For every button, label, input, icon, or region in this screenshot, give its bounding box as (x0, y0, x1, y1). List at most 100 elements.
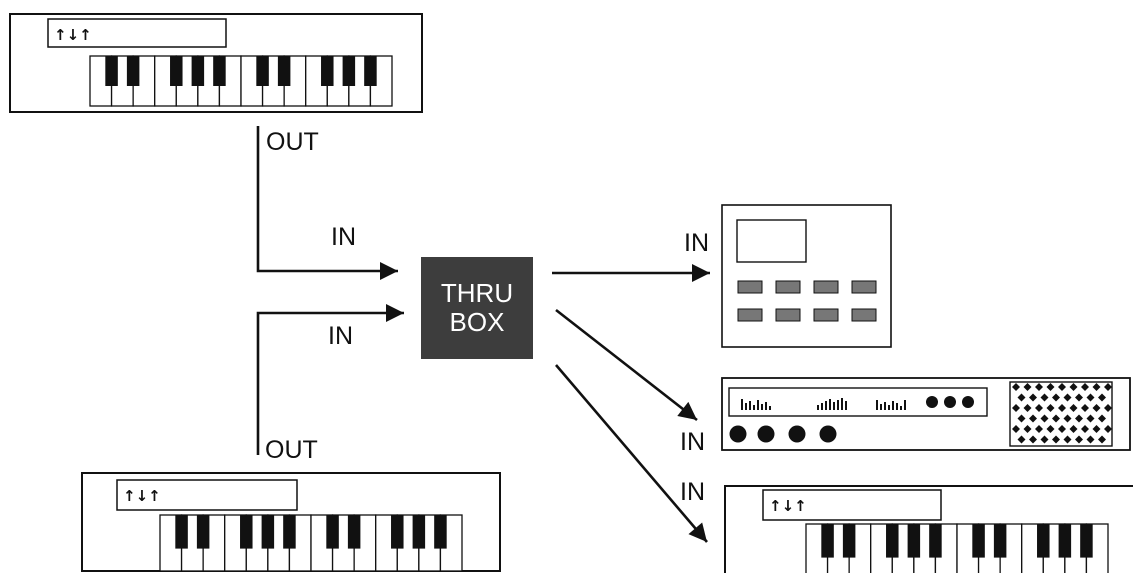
grille-diamond (1098, 435, 1106, 444)
sound-module (721, 204, 892, 348)
thru-box: THRU BOX (421, 257, 533, 359)
grille-diamond (1058, 404, 1066, 412)
grille-diamond (1023, 425, 1032, 433)
grille-diamond (1086, 414, 1095, 423)
black-key (326, 515, 339, 549)
keyboard-3: ↑↓↑ (724, 485, 1133, 573)
grille-diamond (1069, 404, 1078, 412)
black-key (283, 515, 296, 549)
module-buttons (737, 280, 877, 322)
keyboard-3-keys (805, 523, 1109, 573)
keyboard-1-keys (89, 55, 393, 107)
grille-diamond (1017, 414, 1026, 423)
black-key (126, 56, 140, 86)
black-key (240, 515, 253, 549)
grille-diamond (1086, 393, 1095, 402)
black-key (972, 524, 985, 558)
grille-diamond (1104, 383, 1112, 391)
grille-diamond (1046, 404, 1055, 412)
black-key (886, 524, 899, 558)
keyboard-1: ↑↓↑ (9, 13, 423, 113)
grille-diamond (1069, 383, 1078, 391)
grille-diamond (1063, 414, 1072, 423)
grille-diamond (1046, 383, 1055, 391)
black-key (321, 56, 334, 86)
grille-diamond (1075, 414, 1083, 423)
rack-speaker-grille (1009, 381, 1113, 447)
grille-diamond (1081, 425, 1089, 433)
keyboard-3-display (762, 489, 942, 521)
black-key (213, 56, 226, 86)
black-key (105, 56, 118, 86)
cable-keyboard1-to-thru (256, 126, 398, 280)
black-key (842, 524, 856, 558)
black-key (191, 56, 205, 86)
rack-indicator-dots (926, 396, 974, 408)
keyboard-2-display-text: ↑↓↑ (123, 487, 161, 505)
label-in-keyboard3: IN (680, 478, 705, 506)
cables (256, 126, 710, 543)
keyboard-3-display-text: ↑↓↑ (769, 497, 807, 515)
grille-diamond (1029, 393, 1037, 402)
cable-keyboard2-to-thru (256, 304, 404, 455)
grille-diamond (1052, 435, 1060, 444)
label-in-thru-upper: IN (331, 223, 356, 251)
grille-diamond (1017, 393, 1026, 402)
grille-diamond (1029, 414, 1037, 423)
label-out-keyboard2: OUT (265, 436, 318, 464)
black-key (196, 515, 210, 549)
grille-diamond (1052, 414, 1060, 423)
grille-diamond (1029, 435, 1037, 444)
grille-diamond (1052, 393, 1060, 402)
rack-knobs (729, 425, 837, 443)
grille-diamond (1040, 435, 1049, 444)
black-key (1037, 524, 1050, 558)
grille-diamond (1104, 404, 1112, 412)
grille-diamond (1075, 435, 1083, 444)
grille-diamond (1098, 414, 1106, 423)
keyboard-1-display (47, 18, 227, 48)
grille-diamond (1098, 393, 1106, 402)
black-key (261, 515, 275, 549)
black-key (347, 515, 361, 549)
keyboard-1-display-text: ↑↓↑ (54, 26, 92, 44)
grille-diamond (1023, 383, 1032, 391)
grille-pattern (1012, 383, 1112, 444)
keyboard-2: ↑↓↑ (81, 472, 501, 572)
rack-level-meters (741, 398, 906, 410)
thru-box-line1: THRU (440, 277, 514, 308)
grille-diamond (1063, 435, 1072, 444)
grille-diamond (1035, 425, 1043, 433)
black-key (391, 515, 404, 549)
grille-diamond (1092, 425, 1101, 433)
thru-box-line2: BOX (449, 307, 505, 337)
grille-diamond (1081, 404, 1089, 412)
black-key (1058, 524, 1072, 558)
label-in-module: IN (684, 229, 709, 257)
cable-thru-to-keyboard3 (555, 364, 708, 543)
grille-diamond (1017, 435, 1026, 444)
label-out-keyboard1: OUT (266, 128, 319, 156)
grille-diamond (1058, 383, 1066, 391)
grille-diamond (1063, 393, 1072, 402)
grille-diamond (1012, 425, 1020, 433)
keyboard-2-keys (159, 514, 463, 572)
black-key (342, 56, 356, 86)
grille-diamond (1012, 383, 1020, 391)
grille-diamond (1023, 404, 1032, 412)
grille-diamond (1104, 425, 1112, 433)
black-key (277, 56, 291, 86)
cable-thru-to-rack (555, 308, 698, 422)
rack-unit (721, 377, 1131, 451)
black-key (821, 524, 834, 558)
grille-diamond (1092, 404, 1101, 412)
grille-diamond (1058, 425, 1066, 433)
black-key (929, 524, 942, 558)
black-key (412, 515, 426, 549)
grille-diamond (1092, 383, 1101, 391)
black-key (434, 515, 447, 549)
grille-diamond (1081, 383, 1089, 391)
grille-diamond (1035, 404, 1043, 412)
